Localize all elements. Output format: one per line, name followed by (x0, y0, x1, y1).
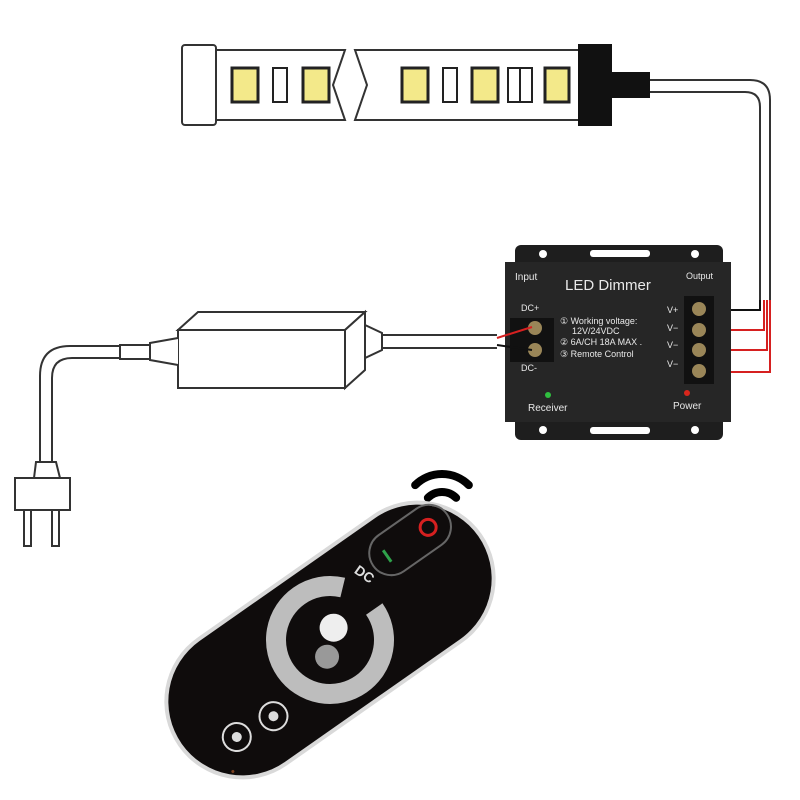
dc-cable (380, 334, 497, 349)
spec-line: ③ Remote Control (560, 349, 634, 359)
dc-minus-label: DC- (521, 363, 537, 373)
led-chip (230, 66, 260, 104)
power-led (684, 390, 690, 396)
receiver-led (545, 392, 551, 398)
spec-line: ① Working voltage: (560, 316, 637, 326)
power-adapter (39, 309, 383, 462)
led-chip (543, 66, 571, 104)
terminal-label: V− (667, 323, 678, 333)
input-label: Input (515, 272, 537, 283)
resistor (507, 67, 533, 103)
input-wire-black (496, 344, 533, 351)
led-strip (181, 44, 650, 126)
dimmer-title: LED Dimmer (565, 277, 651, 294)
power-label: Power (673, 401, 702, 412)
indicator-led (231, 770, 235, 774)
input-terminal-block (510, 318, 554, 362)
receiver-label: Receiver (528, 403, 568, 414)
led-chip (400, 66, 430, 104)
output-label: Output (686, 271, 714, 281)
power-icon (418, 517, 438, 537)
dc-plus-label: DC+ (521, 303, 539, 313)
led-chip (301, 66, 331, 104)
spec-line: 12V/24VDC (572, 326, 620, 336)
led-chip (470, 66, 500, 104)
power-button[interactable] (361, 496, 460, 584)
terminal-label: V+ (667, 305, 678, 315)
led-dimmer: Input LED Dimmer Output DC+ DC- ① Workin… (505, 245, 731, 440)
remote-control[interactable]: DC (134, 470, 527, 800)
power-on-mark (381, 549, 393, 563)
resistor (272, 67, 288, 103)
dim-high-button[interactable] (254, 697, 293, 736)
spec-line: ② 6A/CH 18A MAX . (560, 337, 642, 347)
terminal-label: V− (667, 359, 678, 369)
input-wire-red (496, 326, 533, 339)
output-cable (650, 79, 771, 305)
dim-low-bulb-icon (231, 732, 242, 743)
output-terminal-block (684, 296, 714, 384)
dim-low-button[interactable] (217, 718, 256, 757)
strip-end-cap (578, 44, 650, 126)
dim-high-bulb-icon (268, 711, 279, 722)
terminal-label: V− (667, 340, 678, 350)
resistor (442, 67, 458, 103)
power-plug (14, 461, 71, 547)
